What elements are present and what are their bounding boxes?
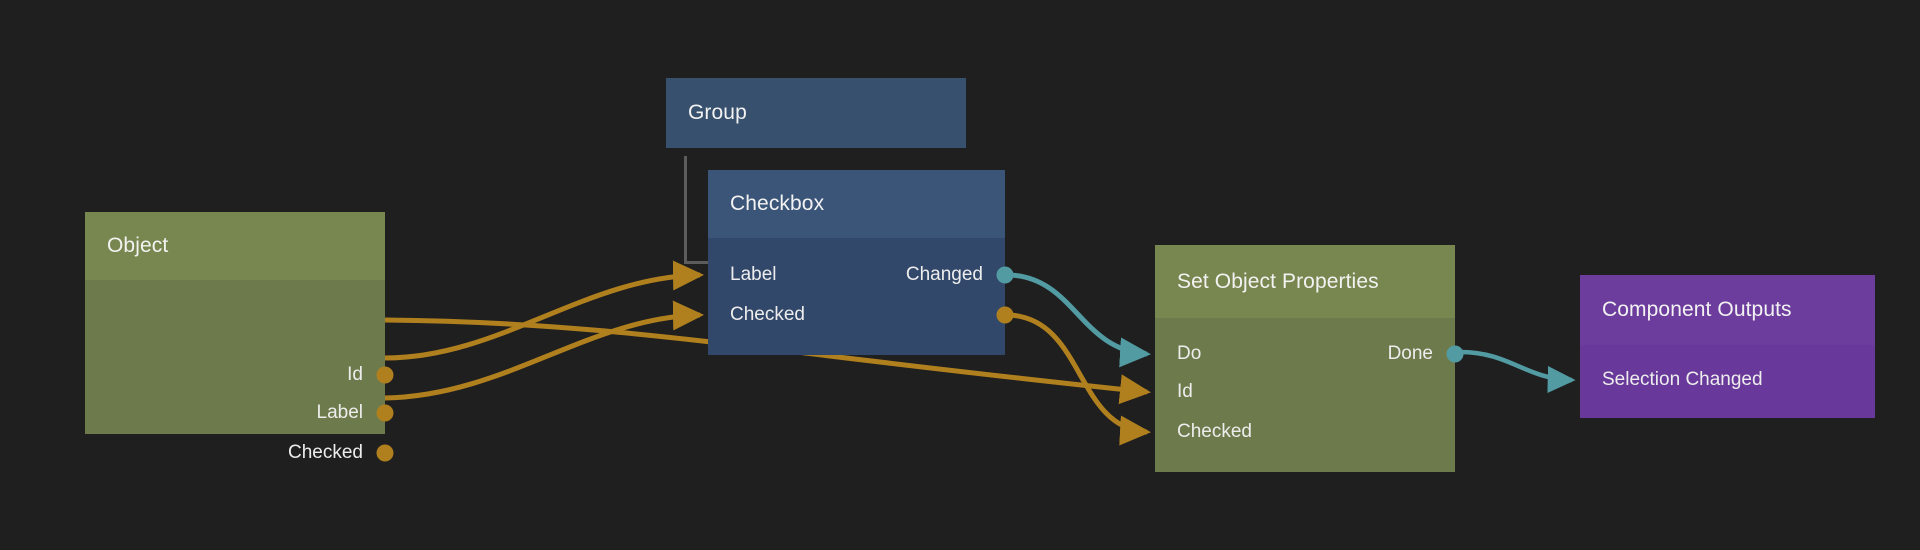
port-label-checked: Checked bbox=[288, 442, 363, 463]
port-checkbox-out-changed[interactable]: Changed bbox=[708, 262, 1014, 288]
port-setprops-in-do[interactable]: Do bbox=[1155, 341, 1455, 367]
port-label-selection-changed: Selection Changed bbox=[1602, 369, 1763, 390]
port-label-changed: Changed bbox=[905, 264, 983, 285]
node-group[interactable]: Group bbox=[666, 78, 966, 148]
port-setprops-in-id[interactable]: Id bbox=[1155, 379, 1455, 405]
port-setprops-in-checked[interactable]: Checked bbox=[1155, 419, 1455, 445]
port-setprops-out-done[interactable]: Done bbox=[1155, 341, 1464, 367]
node-group-title: Group bbox=[688, 101, 747, 124]
port-object-out-id[interactable]: Id bbox=[85, 362, 394, 388]
port-label-id: Id bbox=[1177, 381, 1193, 402]
group-hierarchy-connector bbox=[684, 156, 708, 264]
node-checkbox-title: Checkbox bbox=[730, 192, 825, 215]
node-group-header: Group bbox=[666, 78, 966, 148]
port-label-do: Do bbox=[1177, 343, 1202, 364]
node-component-outputs[interactable]: Component Outputs Selection Changed bbox=[1580, 275, 1875, 418]
node-set-object-properties[interactable]: Set Object Properties Do Id Checked Done bbox=[1155, 245, 1464, 472]
port-dot-label[interactable] bbox=[376, 404, 394, 422]
port-dot-secondary[interactable] bbox=[996, 306, 1014, 324]
edge-checkbox-changed-to-setprops-do bbox=[1009, 272, 1151, 368]
port-component-outputs-in-selection-changed[interactable]: Selection Changed bbox=[1580, 367, 1875, 393]
node-checkbox-body: Label Checked Changed bbox=[708, 238, 1014, 355]
node-checkbox-header: Checkbox bbox=[708, 170, 1005, 238]
port-label-checked: Checked bbox=[730, 304, 805, 325]
port-dot-changed[interactable] bbox=[996, 266, 1014, 284]
node-component-outputs-header: Component Outputs bbox=[1580, 275, 1875, 345]
edge-object-checked-to-checkbox-checked bbox=[384, 300, 704, 401]
node-object-body: Id Label Checked bbox=[85, 280, 394, 463]
node-component-outputs-title: Component Outputs bbox=[1602, 298, 1792, 321]
port-object-out-checked[interactable]: Checked bbox=[85, 440, 394, 466]
node-checkbox[interactable]: Checkbox Label Checked Changed bbox=[708, 170, 1014, 355]
edge-setprops-done-to-selection-changed bbox=[1459, 349, 1576, 393]
port-dot-done[interactable] bbox=[1446, 345, 1464, 363]
port-label-label: Label bbox=[730, 264, 777, 285]
port-object-out-label[interactable]: Label bbox=[85, 400, 394, 426]
port-label-checked: Checked bbox=[1177, 421, 1252, 442]
node-set-object-properties-header: Set Object Properties bbox=[1155, 245, 1455, 318]
node-set-object-properties-body: Do Id Checked Done bbox=[1155, 318, 1464, 472]
port-label-done: Done bbox=[1387, 343, 1433, 364]
port-checkbox-in-label[interactable]: Label bbox=[708, 262, 1005, 288]
port-dot-id[interactable] bbox=[376, 366, 394, 384]
edge-object-label-to-checkbox-label bbox=[384, 260, 704, 361]
port-checkbox-out-secondary[interactable] bbox=[708, 302, 1014, 328]
node-object-title: Object bbox=[107, 234, 169, 257]
node-component-outputs-body: Selection Changed bbox=[1580, 345, 1875, 418]
node-set-object-properties-title: Set Object Properties bbox=[1177, 269, 1379, 293]
node-object-header: Object bbox=[85, 212, 385, 280]
port-label-label: Label bbox=[316, 402, 364, 423]
edge-checkbox-out-to-setprops-checked bbox=[1009, 312, 1151, 446]
node-object[interactable]: Object Id Label Checked bbox=[85, 212, 394, 463]
port-label-id: Id bbox=[347, 364, 363, 385]
port-checkbox-in-checked[interactable]: Checked bbox=[708, 302, 1005, 328]
port-dot-checked[interactable] bbox=[376, 444, 394, 462]
